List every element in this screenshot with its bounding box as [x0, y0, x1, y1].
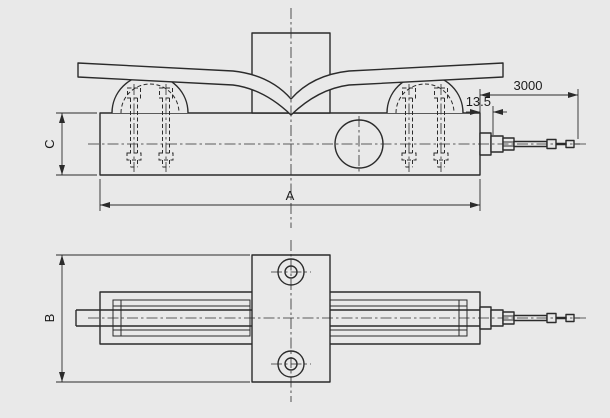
- dim-label-b: B: [42, 314, 57, 323]
- plan-rail-beam: [75, 309, 490, 327]
- centerlines-side-view: [88, 8, 586, 228]
- dimension-a: A: [99, 179, 481, 211]
- dim-label-c: C: [42, 139, 57, 148]
- dimension-c: C: [42, 112, 97, 176]
- dimension-b: B: [42, 254, 250, 383]
- plan-view: B: [42, 240, 586, 402]
- plan-bolt-hole-top: [271, 258, 311, 286]
- dimension-gland: 13.5: [466, 94, 507, 135]
- side-view: C A 3000 13.5: [42, 8, 586, 228]
- centerlines-plan-view: [88, 240, 586, 402]
- dim-label-13-5: 13.5: [466, 94, 491, 109]
- dim-label-a: A: [286, 188, 295, 203]
- dim-label-3000: 3000: [514, 78, 543, 93]
- rail-beam: [77, 62, 504, 116]
- dimension-cable-length: 3000: [479, 78, 579, 139]
